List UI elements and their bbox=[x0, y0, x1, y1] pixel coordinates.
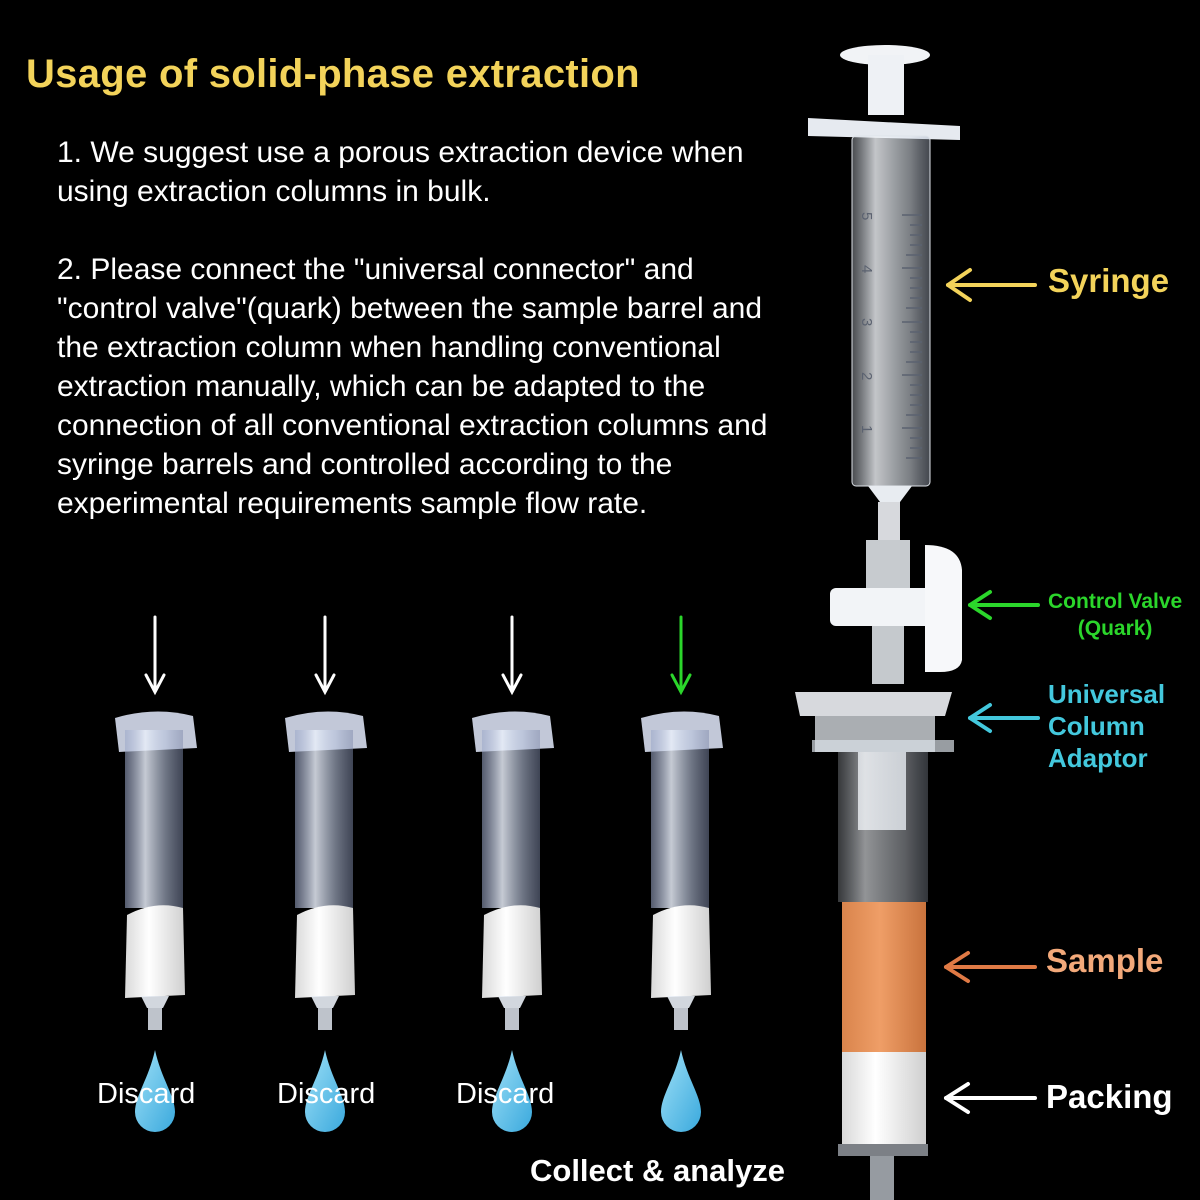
control-valve-label: Control Valve (Quark) bbox=[1048, 588, 1182, 642]
discard-label-2: Discard bbox=[277, 1078, 376, 1110]
packing-label: Packing bbox=[1046, 1078, 1173, 1115]
syringe-graduation-ticks bbox=[902, 214, 922, 459]
syringe-scale-2: 2 bbox=[858, 372, 875, 380]
spe-column-3 bbox=[472, 615, 554, 1132]
spe-column-1 bbox=[115, 615, 197, 1132]
sample-label: Sample bbox=[1046, 942, 1164, 979]
droplet-icon-1 bbox=[135, 1050, 175, 1132]
spe-column-2 bbox=[285, 615, 367, 1132]
adaptor-label-line2: Column bbox=[1048, 711, 1145, 741]
adaptor-label-line3: Adaptor bbox=[1048, 743, 1148, 773]
page-title: Usage of solid-phase extraction bbox=[26, 52, 640, 96]
column-tube-4 bbox=[651, 730, 709, 908]
column-arrow-1 bbox=[144, 615, 166, 696]
adaptor-label: Universal Column Adaptor bbox=[1048, 678, 1165, 774]
control-valve-arrow bbox=[968, 590, 1040, 620]
instruction-1: 1. We suggest use a porous extraction de… bbox=[57, 136, 744, 208]
column-arrow-4 bbox=[670, 615, 692, 696]
control-valve-label-line2: (Quark) bbox=[1077, 617, 1153, 640]
discard-label-1: Discard bbox=[97, 1078, 196, 1110]
packing-bed bbox=[842, 1052, 926, 1144]
instruction-2: 2. Please connect the "universal connect… bbox=[57, 253, 768, 520]
spe-column bbox=[838, 752, 928, 1200]
droplet-icon-4 bbox=[661, 1050, 701, 1132]
column-arrow-3 bbox=[501, 615, 523, 696]
sample-arrow bbox=[944, 951, 1037, 983]
syringe-label: Syringe bbox=[1048, 262, 1170, 299]
control-valve-label-line1: Control Valve bbox=[1048, 590, 1183, 613]
spe-column-4 bbox=[641, 615, 723, 1132]
adaptor-arrow bbox=[968, 703, 1040, 733]
sample-band bbox=[842, 902, 926, 1052]
syringe-scale-3: 3 bbox=[858, 318, 875, 326]
syringe-scale-5: 5 bbox=[858, 212, 875, 220]
droplet-icon-3 bbox=[492, 1050, 532, 1132]
adaptor-label-line1: Universal bbox=[1048, 679, 1166, 709]
column-packing-2 bbox=[295, 905, 355, 998]
column-arrow-2 bbox=[314, 615, 336, 696]
packing-arrow bbox=[944, 1082, 1037, 1114]
column-tip-1 bbox=[148, 1008, 162, 1030]
column-tube-3 bbox=[482, 730, 540, 908]
column-tube-1 bbox=[125, 730, 183, 908]
column-packing-4 bbox=[651, 905, 711, 998]
control-valve bbox=[830, 540, 962, 684]
syringe-scale-1: 1 bbox=[858, 425, 875, 433]
discard-label-3: Discard bbox=[456, 1078, 555, 1110]
column-tube-2 bbox=[295, 730, 353, 908]
column-tip-3 bbox=[505, 1008, 519, 1030]
syringe-arrow bbox=[946, 268, 1037, 302]
column-packing-3 bbox=[482, 905, 542, 998]
column-tip-2 bbox=[318, 1008, 332, 1030]
syringe-scale-4: 4 bbox=[858, 265, 875, 273]
droplet-icon-2 bbox=[305, 1050, 345, 1132]
column-packing-1 bbox=[125, 905, 185, 998]
syringe: 5 4 3 2 1 bbox=[808, 45, 960, 540]
column-tip-4 bbox=[674, 1008, 688, 1030]
collect-analyze-label: Collect & analyze bbox=[530, 1153, 785, 1188]
